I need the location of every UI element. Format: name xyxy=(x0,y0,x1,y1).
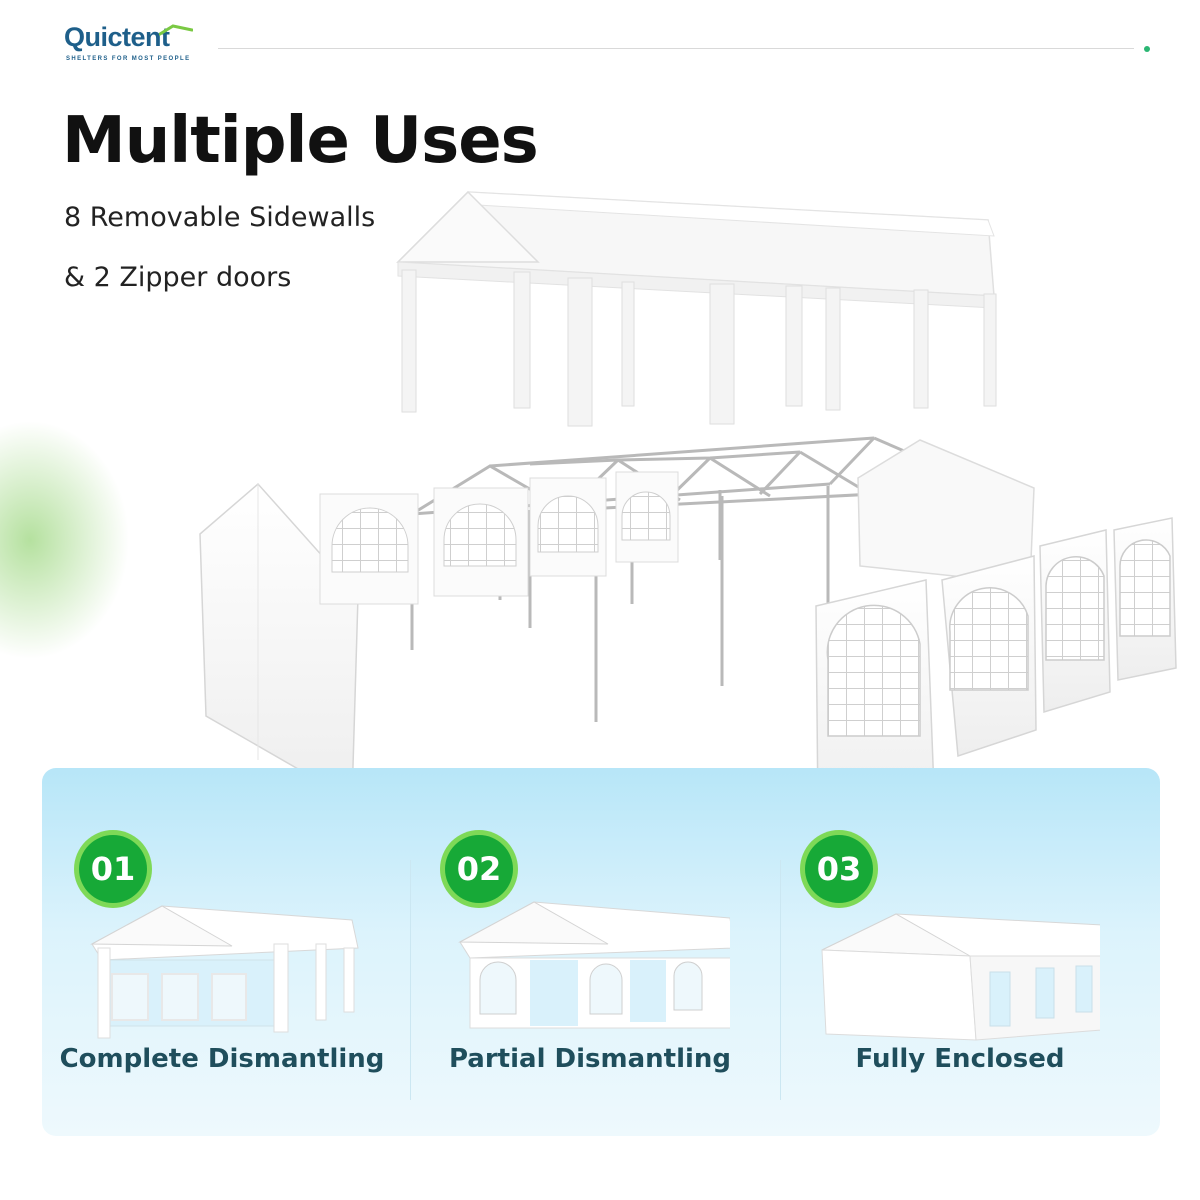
panel-divider xyxy=(780,860,781,1100)
tent-partial-walls-image xyxy=(458,901,730,1029)
brand-tagline: SHELTERS FOR MOST PEOPLE xyxy=(66,56,191,62)
panel-divider xyxy=(410,860,411,1100)
logo-roof-icon xyxy=(159,24,193,36)
gable-end-wall-left xyxy=(199,482,359,802)
option-card-partial-dismantling: 02 Partial Dismantling xyxy=(420,830,760,1110)
header-divider xyxy=(218,48,1134,49)
step-number: 01 xyxy=(79,835,147,903)
step-badge: 02 xyxy=(440,830,518,908)
tent-exploded-illustration xyxy=(199,190,1177,815)
feature-sidewalls: 8 Removable Sidewalls xyxy=(64,202,376,233)
gable-end-wall-right xyxy=(857,439,1035,585)
option-label: Partial Dismantling xyxy=(448,1044,732,1074)
page-title: Multiple Uses xyxy=(62,104,539,178)
brand-logo: Quictent SHELTERS FOR MOST PEOPLE xyxy=(64,22,194,68)
brand-name: Quictent xyxy=(64,22,170,52)
sidewall-panels-front xyxy=(815,517,1177,815)
tent-fully-enclosed-image xyxy=(821,913,1100,1041)
option-card-complete-dismantling: 01 Complete Dismantling xyxy=(52,830,392,1110)
tent-roof-canopy xyxy=(396,190,997,427)
sidewall-panels-back xyxy=(319,471,679,605)
tent-open-frame-image xyxy=(90,905,359,1039)
option-label: Fully Enclosed xyxy=(855,1044,1065,1074)
option-card-fully-enclosed: 03 Fully Enclosed xyxy=(790,830,1130,1110)
option-label: Complete Dismantling xyxy=(59,1044,385,1074)
feature-zipper-doors: & 2 Zipper doors xyxy=(64,262,292,293)
header-dot xyxy=(1144,46,1150,52)
step-badge: 01 xyxy=(74,830,152,908)
step-number: 02 xyxy=(445,835,513,903)
step-number: 03 xyxy=(805,835,873,903)
step-badge: 03 xyxy=(800,830,878,908)
